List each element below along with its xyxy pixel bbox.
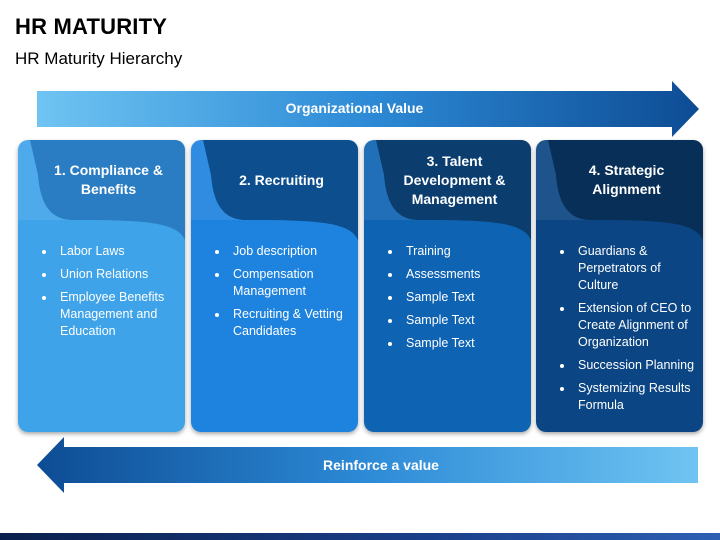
card-header-tab — [376, 140, 531, 240]
page-title: HR MATURITY — [15, 14, 168, 39]
reinforce-value-arrow — [37, 437, 698, 493]
card-background — [191, 140, 358, 432]
list-item: Recruiting & Vetting Candidates — [229, 306, 352, 340]
stage-card-2: 2. RecruitingJob descriptionCompensation… — [191, 140, 358, 432]
list-item: Labor Laws — [56, 243, 179, 260]
list-item: Assessments — [402, 266, 525, 283]
list-item: Guardians & Perpetrators of Culture — [574, 243, 697, 294]
stage-title: 3. Talent Development & Management — [403, 152, 506, 207]
stage-card-3: 3. Talent Development & ManagementTraini… — [364, 140, 531, 432]
list-item: Systemizing Results Formula — [574, 380, 697, 414]
list-item: Sample Text — [402, 312, 525, 329]
list-item: Union Relations — [56, 266, 179, 283]
card-header-fold — [536, 140, 591, 220]
stage-item-list: TrainingAssessmentsSample TextSample Tex… — [364, 243, 525, 358]
stage-item-list: Labor LawsUnion RelationsEmployee Benefi… — [18, 243, 179, 346]
reinforce-value-label: Reinforce a value — [323, 457, 439, 473]
card-header-tab — [30, 140, 185, 240]
card-header-tab — [548, 140, 703, 240]
list-item: Sample Text — [402, 335, 525, 352]
stage-card-4: 4. Strategic AlignmentGuardians & Perpet… — [536, 140, 703, 432]
stage-item-list: Job descriptionCompensation ManagementRe… — [191, 243, 352, 346]
card-background — [364, 140, 531, 432]
list-item: Training — [402, 243, 525, 260]
list-item: Employee Benefits Management and Educati… — [56, 289, 179, 340]
list-item: Compensation Management — [229, 266, 352, 300]
list-item: Succession Planning — [574, 357, 697, 374]
footer-strip — [0, 533, 720, 540]
card-header-tab — [203, 140, 358, 240]
card-header-fold — [18, 140, 73, 220]
stage-title: 1. Compliance & Benefits — [54, 162, 163, 197]
organizational-value-label: Organizational Value — [285, 100, 424, 116]
stage-title: 2. Recruiting — [239, 171, 324, 188]
stage-title: 4. Strategic Alignment — [588, 162, 665, 197]
list-item: Extension of CEO to Create Alignment of … — [574, 300, 697, 351]
organizational-value-arrow — [37, 81, 699, 137]
stage-item-list: Guardians & Perpetrators of CultureExten… — [536, 243, 697, 420]
page-subtitle: HR Maturity Hierarchy — [15, 49, 183, 68]
list-item: Sample Text — [402, 289, 525, 306]
card-background — [18, 140, 185, 432]
list-item: Job description — [229, 243, 352, 260]
card-header-fold — [364, 140, 419, 220]
card-header-fold — [191, 140, 246, 220]
card-background — [536, 140, 703, 432]
stage-card-1: 1. Compliance & BenefitsLabor LawsUnion … — [18, 140, 185, 432]
